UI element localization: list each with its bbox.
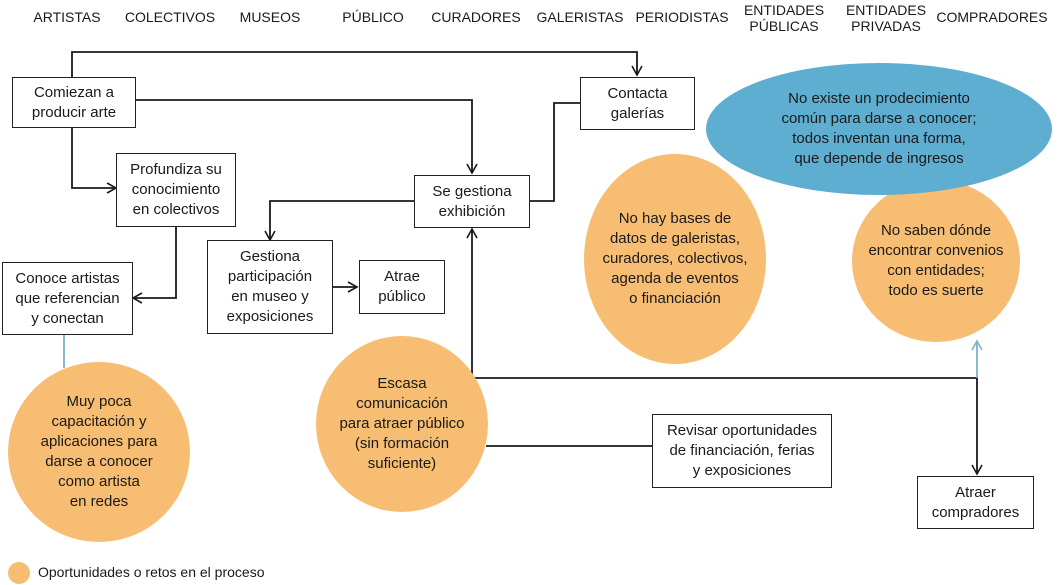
challenge-procedure: No existe un prodecimiento común para da… (706, 63, 1052, 195)
column-header-artistas: ARTISTAS (33, 9, 101, 25)
column-header-entidades-publicas: ENTIDADES PÚBLICAS (743, 2, 825, 34)
column-header-periodistas: PERIODISTAS (635, 9, 729, 25)
column-header-galeristas: GALERISTAS (536, 9, 624, 25)
step-deepen-knowledge: Profundiza su conocimiento en colectivos (116, 153, 236, 227)
challenge-databases: No hay bases de datos de galeristas, cur… (584, 154, 766, 364)
line-start-to-galleries (71, 51, 643, 77)
step-start-producing: Comiezan a producir arte (12, 77, 136, 128)
legend-swatch (8, 562, 30, 584)
column-header-museos: MUSEOS (239, 9, 301, 25)
challenge-training: Muy poca capacitación y aplicaciones par… (8, 362, 190, 542)
line-deepen-to-meet (131, 227, 177, 304)
step-meet-artists: Conoce artistas que referencian y conect… (2, 262, 133, 335)
challenge-agreements: No saben dónde encontrar convenios con e… (852, 180, 1020, 342)
line-exhibition-to-galleries (530, 102, 580, 202)
step-manage-museum: Gestiona participación en museo y exposi… (207, 240, 333, 334)
column-header-entidades-privadas: ENTIDADES PRIVADAS (845, 2, 927, 34)
line-start-to-deepen (71, 128, 118, 194)
column-header-curadores: CURADORES (431, 9, 521, 25)
step-review-funding: Revisar oportunidades de financiación, f… (652, 414, 832, 488)
line-exhibition-to-museum (264, 200, 414, 242)
column-header-compradores: COMPRADORES (936, 9, 1048, 25)
column-header-colectivos: COLECTIVOS (124, 9, 216, 25)
line-start-to-exhibition (136, 99, 478, 175)
challenge-communication: Escasa comunicación para atraer público … (316, 336, 488, 512)
column-header-publico: PÚBLICO (342, 9, 404, 25)
legend-label: Oportunidades o retos en el proceso (38, 564, 265, 580)
step-attract-buyers: Atraer compradores (917, 476, 1034, 529)
step-contact-galleries: Contacta galerías (580, 77, 695, 130)
step-manage-exhibition: Se gestiona exhibición (414, 175, 530, 228)
step-attract-public: Atrae público (359, 260, 445, 314)
